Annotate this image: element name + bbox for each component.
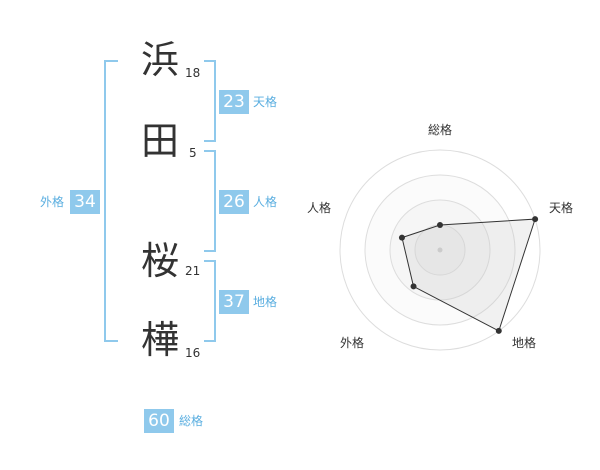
radar-label-soukaku: 総格 xyxy=(428,123,453,137)
radar-label-jinkaku: 人格 xyxy=(307,201,332,215)
name-char-4: 樺 xyxy=(140,318,179,362)
radar-label-tenkaku: 天格 xyxy=(549,201,574,215)
radar-point-1 xyxy=(532,216,539,223)
stroke-count-2: 5 xyxy=(189,146,197,160)
radar-point-3 xyxy=(410,283,417,290)
chikaku-label: 地格 xyxy=(253,295,278,309)
name-char-3: 桜 xyxy=(140,239,179,283)
chikaku-bracket xyxy=(204,260,216,342)
soukaku-score: 60 xyxy=(144,409,174,433)
jinkaku-label: 人格 xyxy=(253,195,278,209)
stroke-count-4: 16 xyxy=(185,346,201,360)
jinkaku-score: 26 xyxy=(219,190,249,214)
jinkaku-bracket xyxy=(204,150,216,252)
radar-label-chikaku: 地格 xyxy=(512,336,537,350)
tenkaku-score: 23 xyxy=(219,90,249,114)
radar-label-gaikaku: 外格 xyxy=(340,336,365,350)
radar-point-0 xyxy=(437,222,443,228)
radar-point-4 xyxy=(398,234,405,241)
radar-center-dot xyxy=(437,247,443,253)
name-char-2: 田 xyxy=(140,119,179,163)
soukaku-label: 総格 xyxy=(179,414,204,428)
tenkaku-bracket xyxy=(204,60,216,142)
tenkaku-label: 天格 xyxy=(253,95,278,109)
gaikaku-label: 外格 xyxy=(40,195,65,209)
radar-polygon xyxy=(401,218,536,332)
gaikaku-bracket xyxy=(104,60,118,342)
name-char-1: 浜 xyxy=(140,38,179,82)
radar-chart xyxy=(339,149,541,351)
chikaku-score: 37 xyxy=(219,290,249,314)
stroke-count-1: 18 xyxy=(185,66,201,80)
stroke-count-3: 21 xyxy=(185,264,201,278)
radar-point-2 xyxy=(495,327,502,334)
gaikaku-score: 34 xyxy=(70,190,100,214)
